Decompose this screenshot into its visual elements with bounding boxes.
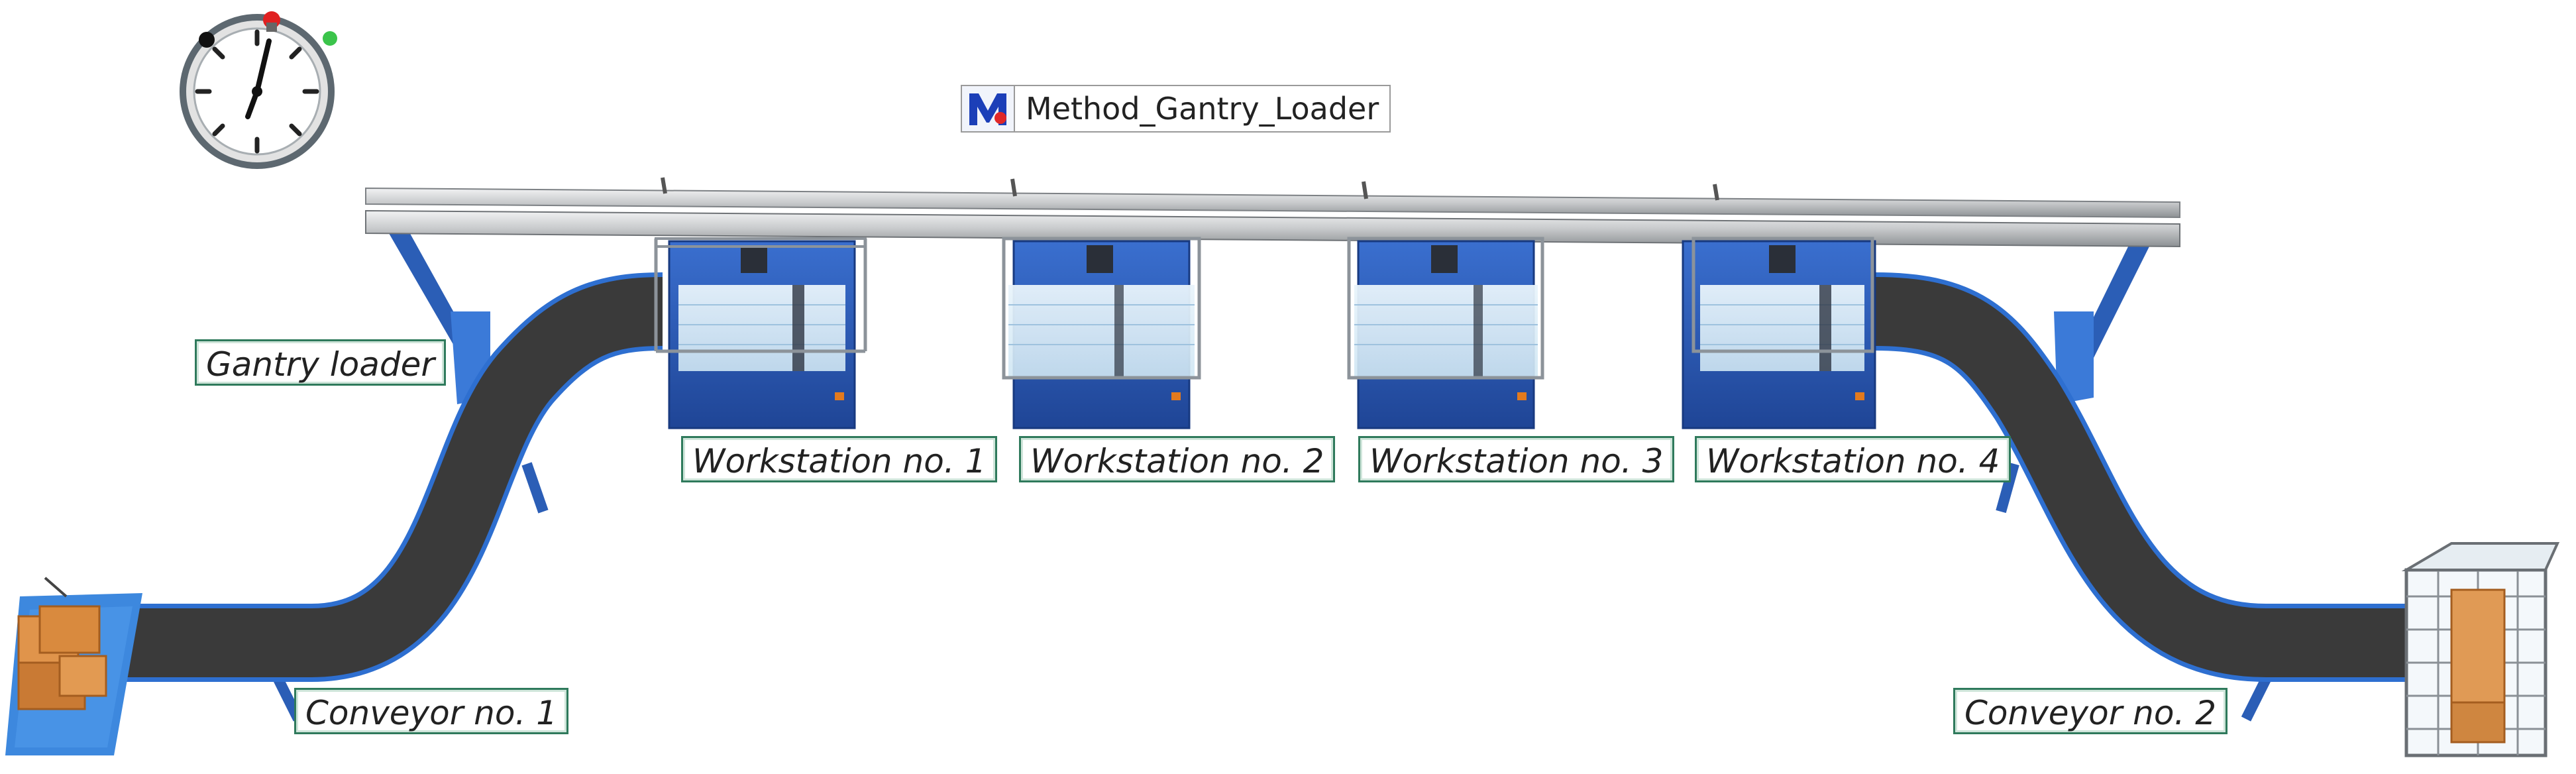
label-conveyor-1[interactable]: Conveyor no. 1 (294, 688, 569, 734)
conveyor-1[interactable] (80, 272, 663, 722)
drain-cage (2401, 542, 2560, 757)
label-workstation-3[interactable]: Workstation no. 3 (1358, 436, 1675, 482)
workstation-2[interactable] (1002, 237, 1201, 429)
conveyor-2[interactable] (1874, 272, 2458, 722)
label-workstation-1[interactable]: Workstation no. 1 (681, 436, 998, 482)
workstation-4[interactable] (1682, 237, 1876, 429)
method-gantry-loader[interactable]: Method_Gantry_Loader (961, 85, 1391, 133)
method-m-icon (962, 86, 1015, 131)
method-name: Method_Gantry_Loader (1026, 91, 1379, 127)
source-boxes (5, 577, 142, 755)
workstation-3[interactable] (1347, 237, 1544, 429)
label-workstation-2[interactable]: Workstation no. 2 (1019, 436, 1336, 482)
event-controller-clock-icon[interactable] (180, 11, 337, 169)
label-conveyor-2[interactable]: Conveyor no. 2 (1953, 688, 2228, 734)
label-gantry-loader[interactable]: Gantry loader (195, 339, 446, 386)
workstation-1[interactable] (654, 237, 867, 429)
label-workstation-4[interactable]: Workstation no. 4 (1695, 436, 2012, 482)
